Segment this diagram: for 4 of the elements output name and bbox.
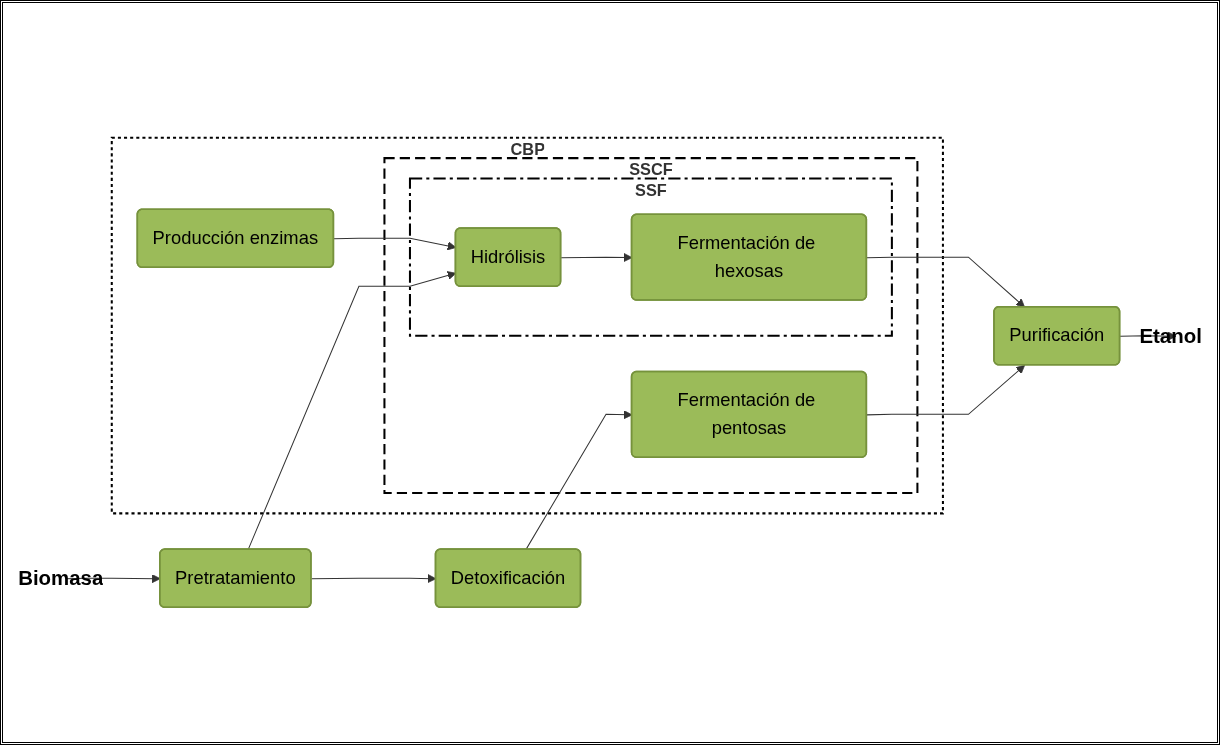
node-text: Etanol <box>1139 324 1202 347</box>
arrow <box>866 364 1025 416</box>
arrow <box>866 256 1025 308</box>
node-text: Biomasa <box>18 566 104 590</box>
